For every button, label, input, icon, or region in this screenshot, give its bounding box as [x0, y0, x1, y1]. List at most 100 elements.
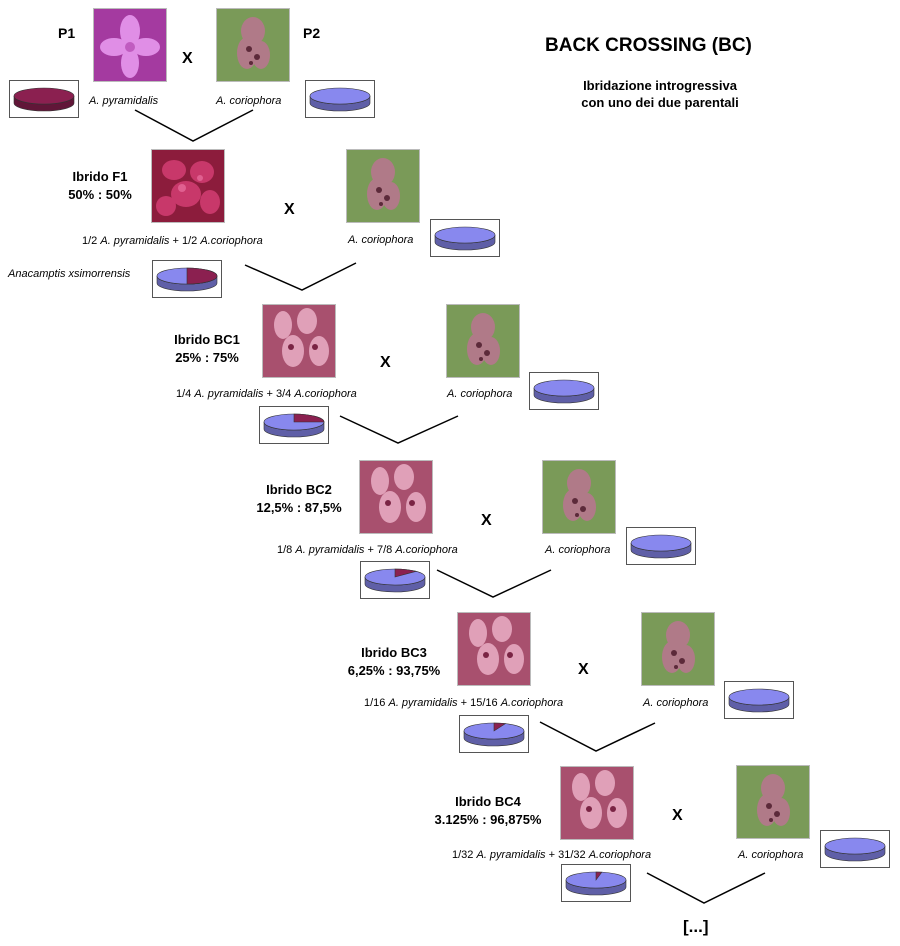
bc1-recurrent-pie-box — [529, 372, 599, 410]
bc4-name: Ibrido BC4 3.125% : 96,875% — [418, 793, 558, 829]
bc1-recurrent-pie-slice-coriophora — [533, 379, 595, 397]
connector-p — [134, 109, 254, 142]
bc4-frac-pyr: 1/32 — [452, 849, 474, 861]
f1-recurrent-caption: A. coriophora — [348, 234, 414, 246]
bc4-title: Ibrido BC4 — [455, 794, 521, 809]
bc1-pie — [263, 413, 325, 438]
f1-name-pyr: A. pyramidalis — [100, 235, 170, 247]
bc2-name-cor: A.coriophora — [395, 544, 458, 556]
continuation-ellipsis: [...] — [683, 917, 709, 936]
bc1-pie-slice-pyramidalis — [293, 413, 325, 423]
connector-bc4 — [646, 872, 766, 904]
f1-formula: 1/2 A. pyramidalis + 1/2 A.coriophora — [82, 235, 263, 247]
bc1-photo — [262, 304, 336, 378]
p2-pie — [309, 87, 371, 112]
bc4-formula: 1/32 A. pyramidalis + 31/32 A.coriophora — [452, 849, 651, 861]
f1-recurrent-photo — [346, 149, 420, 223]
p2-label: P2 — [303, 25, 321, 41]
bc1-frac-cor: 3/4 — [276, 388, 292, 400]
bc3-cross-symbol: X — [578, 661, 589, 678]
bc4-plus: + — [548, 849, 556, 861]
p2-caption: A. coriophora — [216, 95, 282, 107]
f1-species-name: Anacamptis xsimorrensis — [8, 268, 131, 280]
bc3-recurrent-pie-box — [724, 681, 794, 719]
bc2-pie-slice-pyramidalis — [394, 568, 418, 578]
f1-recurrent-pie-slice-coriophora — [434, 226, 496, 244]
f1-pie-slice-pyramidalis — [186, 267, 218, 285]
bc1-frac-pyr: 1/4 — [176, 388, 192, 400]
bc2-title: Ibrido BC2 — [266, 482, 332, 497]
bc2-recurrent-pie-slice-coriophora — [630, 534, 692, 552]
subtitle-line-2: con uno dei due parentali — [581, 95, 739, 110]
bc3-ratio: 6,25% : 93,75% — [347, 663, 441, 678]
bc3-formula: 1/16 A. pyramidalis + 15/16 A.coriophora — [364, 697, 563, 709]
f1-plus: + — [172, 235, 179, 247]
bc3-photo — [457, 612, 531, 686]
bc3-frac-pyr: 1/16 — [364, 697, 386, 709]
bc2-recurrent-pie-box — [626, 527, 696, 565]
bc2-name: Ibrido BC2 12,5% : 87,5% — [239, 481, 359, 517]
cross-symbol: X — [182, 50, 193, 67]
bc4-recurrent-pie-box — [820, 830, 890, 868]
bc4-pie — [565, 871, 627, 896]
bc4-pie-box — [561, 864, 631, 902]
bc4-frac-cor: 31/32 — [558, 849, 586, 861]
bc2-recurrent-photo — [542, 460, 616, 534]
f1-name: Ibrido F1 50% : 50% — [55, 168, 145, 204]
p2-photo — [216, 8, 290, 82]
bc1-plus: + — [266, 388, 273, 400]
f1-recurrent-pie — [434, 226, 496, 251]
bc3-pie-slice-pyramidalis — [493, 722, 507, 732]
f1-pie — [156, 267, 218, 292]
bc4-ratio: 3.125% : 96,875% — [434, 812, 542, 827]
p1-label: P1 — [58, 25, 76, 41]
bc1-title: Ibrido BC1 — [174, 332, 240, 347]
p1-photo — [93, 8, 167, 82]
bc2-pie — [364, 568, 426, 593]
f1-pie-box — [152, 260, 222, 298]
page-title: BACK CROSSING (BC) — [545, 35, 752, 56]
bc1-name-pyr: A. pyramidalis — [194, 388, 264, 400]
bc1-formula: 1/4 A. pyramidalis + 3/4 A.coriophora — [176, 388, 357, 400]
p1-pie-slice-coriophora — [13, 87, 75, 105]
p1-caption: A. pyramidalis — [89, 95, 159, 107]
f1-recurrent-pie-box — [430, 219, 500, 257]
p1-pie-box — [9, 80, 79, 118]
bc2-pie-box — [360, 561, 430, 599]
subtitle: Ibridazione introgressiva con uno dei du… — [560, 77, 760, 111]
bc4-name-pyr: A. pyramidalis — [476, 849, 546, 861]
bc2-cross-symbol: X — [481, 512, 492, 529]
bc2-recurrent-caption: A. coriophora — [545, 544, 611, 556]
bc4-recurrent-caption: A. coriophora — [738, 849, 804, 861]
f1-frac-pyr: 1/2 — [82, 235, 98, 247]
bc3-recurrent-photo — [641, 612, 715, 686]
f1-name-cor: A.coriophora — [200, 235, 263, 247]
bc2-recurrent-pie — [630, 534, 692, 559]
bc3-name-pyr: A. pyramidalis — [388, 697, 458, 709]
bc3-recurrent-pie — [728, 688, 790, 713]
f1-title: Ibrido F1 — [72, 169, 128, 184]
connector-f1 — [244, 262, 357, 291]
bc4-recurrent-pie — [824, 837, 886, 862]
bc3-pie-box — [459, 715, 529, 753]
bc3-plus: + — [460, 697, 468, 709]
bc3-recurrent-pie-slice-coriophora — [728, 688, 790, 706]
bc4-pie-slice-pyramidalis — [595, 871, 603, 881]
p2-pie-box — [305, 80, 375, 118]
p2-pie-slice-coriophora — [309, 87, 371, 105]
bc2-photo — [359, 460, 433, 534]
bc2-formula: 1/8 A. pyramidalis + 7/8 A.coriophora — [277, 544, 458, 556]
bc2-plus: + — [367, 544, 374, 556]
subtitle-line-1: Ibridazione introgressiva — [583, 78, 737, 93]
f1-cross-symbol: X — [284, 201, 295, 218]
f1-ratio: 50% : 50% — [68, 187, 132, 202]
p1-pie — [13, 87, 75, 112]
bc2-frac-cor: 7/8 — [377, 544, 393, 556]
bc3-name-cor: A.coriophora — [500, 697, 564, 709]
bc3-name: Ibrido BC3 6,25% : 93,75% — [331, 644, 457, 680]
bc2-frac-pyr: 1/8 — [277, 544, 293, 556]
bc1-name-cor: A.coriophora — [294, 388, 357, 400]
bc4-photo — [560, 766, 634, 840]
bc1-recurrent-pie — [533, 379, 595, 404]
